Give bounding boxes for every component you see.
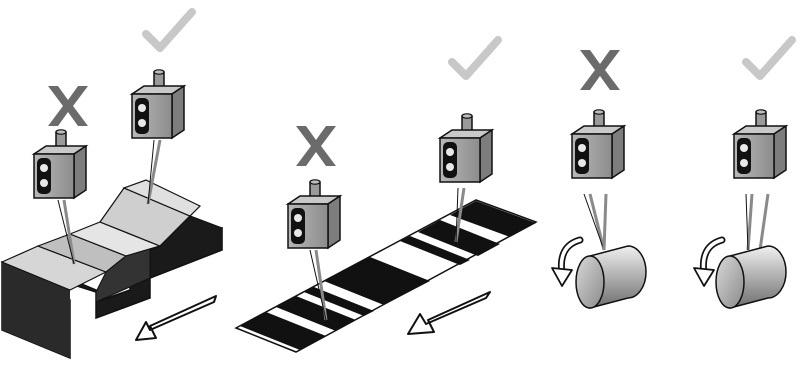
sensor-right xyxy=(131,69,185,139)
workpiece-block xyxy=(0,179,223,360)
cross-icon xyxy=(580,50,620,90)
rotation-arrow-icon xyxy=(551,236,584,287)
sensor xyxy=(733,109,787,179)
scene-striped-tape xyxy=(234,40,538,353)
sensor-right xyxy=(439,113,493,183)
cross-icon xyxy=(296,126,336,166)
rotation-arrow-icon xyxy=(693,236,726,287)
scene-workpiece xyxy=(0,12,223,360)
direction-arrow-icon xyxy=(407,291,491,335)
tape-stripes xyxy=(240,201,536,350)
roller-cylinder xyxy=(715,245,787,309)
cross-icon xyxy=(48,86,88,126)
scene-roller-left xyxy=(551,50,647,309)
scene-roller-right xyxy=(693,40,792,309)
check-icon xyxy=(146,12,192,48)
check-icon xyxy=(452,40,498,76)
sensor xyxy=(571,109,625,179)
beam-line xyxy=(62,199,76,265)
roller-cylinder xyxy=(575,245,647,309)
sensor-left xyxy=(287,179,341,249)
direction-arrow-icon xyxy=(135,295,217,341)
sensor-left xyxy=(33,129,87,199)
check-icon xyxy=(746,40,792,76)
